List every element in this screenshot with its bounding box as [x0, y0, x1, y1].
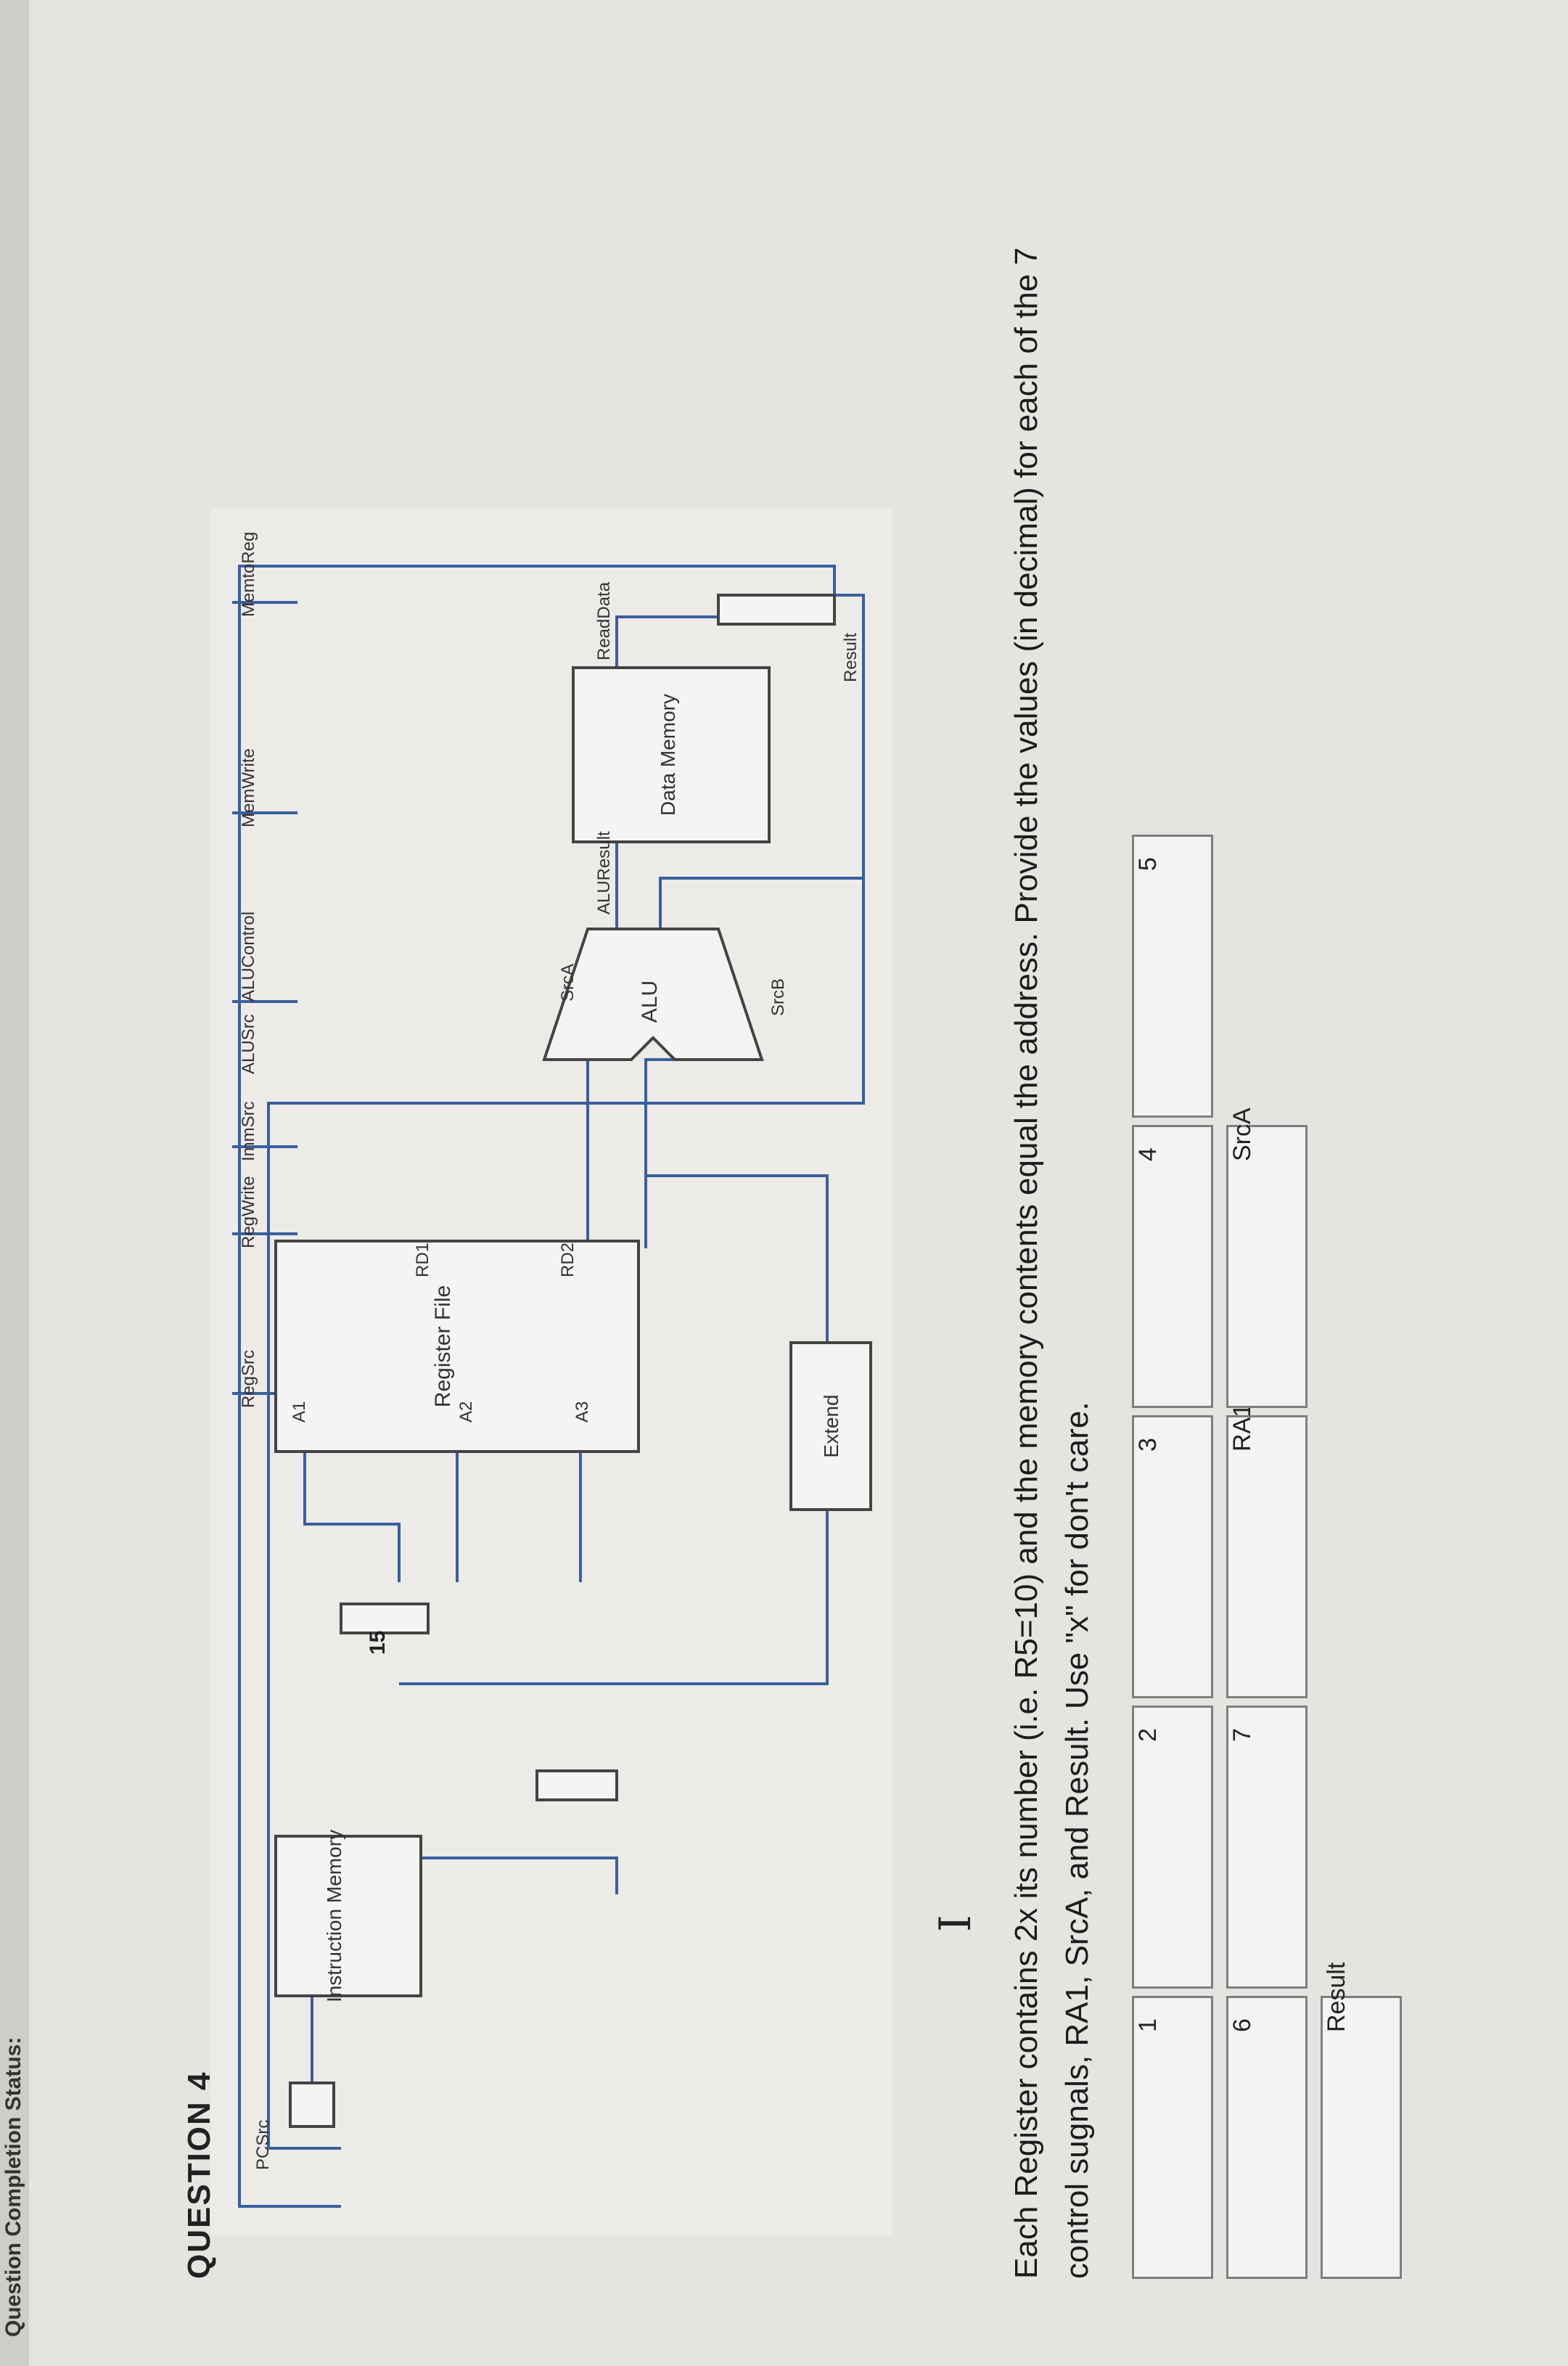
label-immsrc: ImmSrc [239, 1101, 258, 1161]
answer-box-2[interactable] [1132, 1706, 1213, 1989]
label-alu: ALU [638, 981, 662, 1023]
label-a3: A3 [572, 1401, 592, 1423]
label-alucontrol: ALUControl [239, 912, 258, 1002]
label-data-memory: Data Memory [657, 694, 679, 816]
label-readdata: ReadData [594, 581, 614, 660]
answer-box-ra1[interactable] [1226, 1415, 1308, 1698]
label-constant-15: 15 [366, 1631, 390, 1655]
answer-number-2: 2 [1134, 1728, 1162, 1742]
answer-label-srca: SrcA [1228, 1108, 1256, 1161]
answer-box-7[interactable] [1226, 1706, 1308, 1989]
label-memwrite: MemWrite [239, 748, 258, 827]
label-srcb: SrcB [768, 978, 788, 1016]
label-pcsrc: PCSrc [253, 2120, 273, 2170]
answer-box-srca[interactable] [1226, 1125, 1308, 1408]
answer-box-3[interactable] [1132, 1415, 1213, 1698]
top-status-strip: Question Completion Status: [0, 0, 29, 2366]
label-a2: A2 [456, 1401, 476, 1423]
answer-box-4[interactable] [1132, 1125, 1213, 1408]
label-a1: A1 [290, 1401, 309, 1423]
label-memtoreg: MemtoReg [239, 532, 258, 617]
answer-number-1: 1 [1134, 2018, 1162, 2032]
answer-label-ra1: RA1 [1228, 1403, 1256, 1452]
top-status-text: Question Completion Status: [1, 2037, 25, 2337]
label-srca: SrcA [558, 964, 578, 1002]
datapath-svg: Instruction Memory Register File Data Me… [210, 508, 892, 2235]
answer-box-6[interactable] [1226, 1996, 1308, 2279]
label-extend: Extend [820, 1394, 842, 1457]
datapath-wires [232, 565, 865, 2208]
label-regsrc: RegSrc [239, 1350, 258, 1408]
processor-diagram: Instruction Memory Register File Data Me… [210, 508, 892, 2235]
question-text: Each Register contains 2x its number (i.… [1009, 247, 1095, 2279]
datapath-blocks [274, 594, 872, 2128]
answer-box-1[interactable] [1132, 1996, 1213, 2279]
answer-number-3: 3 [1134, 1438, 1162, 1452]
answer-box-5[interactable] [1132, 835, 1213, 1118]
answer-number-6: 6 [1228, 2018, 1256, 2032]
answer-number-7: 7 [1228, 1728, 1256, 1742]
label-aluresult: ALUResult [594, 831, 614, 914]
answer-box-result[interactable] [1321, 1996, 1402, 2279]
label-result: Result [841, 633, 861, 682]
answer-number-4: 4 [1134, 1147, 1162, 1161]
text-cursor: I [930, 1915, 981, 1932]
label-register-file: Register File [431, 1285, 455, 1407]
label-instruction-memory: Instruction Memory [323, 1830, 345, 2002]
label-rd1: RD1 [413, 1243, 432, 1277]
label-regwrite: RegWrite [239, 1176, 258, 1248]
answer-label-result: Result [1323, 1962, 1350, 2032]
answer-number-5: 5 [1134, 857, 1162, 871]
label-alusrc: ALUSrc [239, 1014, 258, 1074]
label-rd2: RD2 [558, 1243, 578, 1277]
